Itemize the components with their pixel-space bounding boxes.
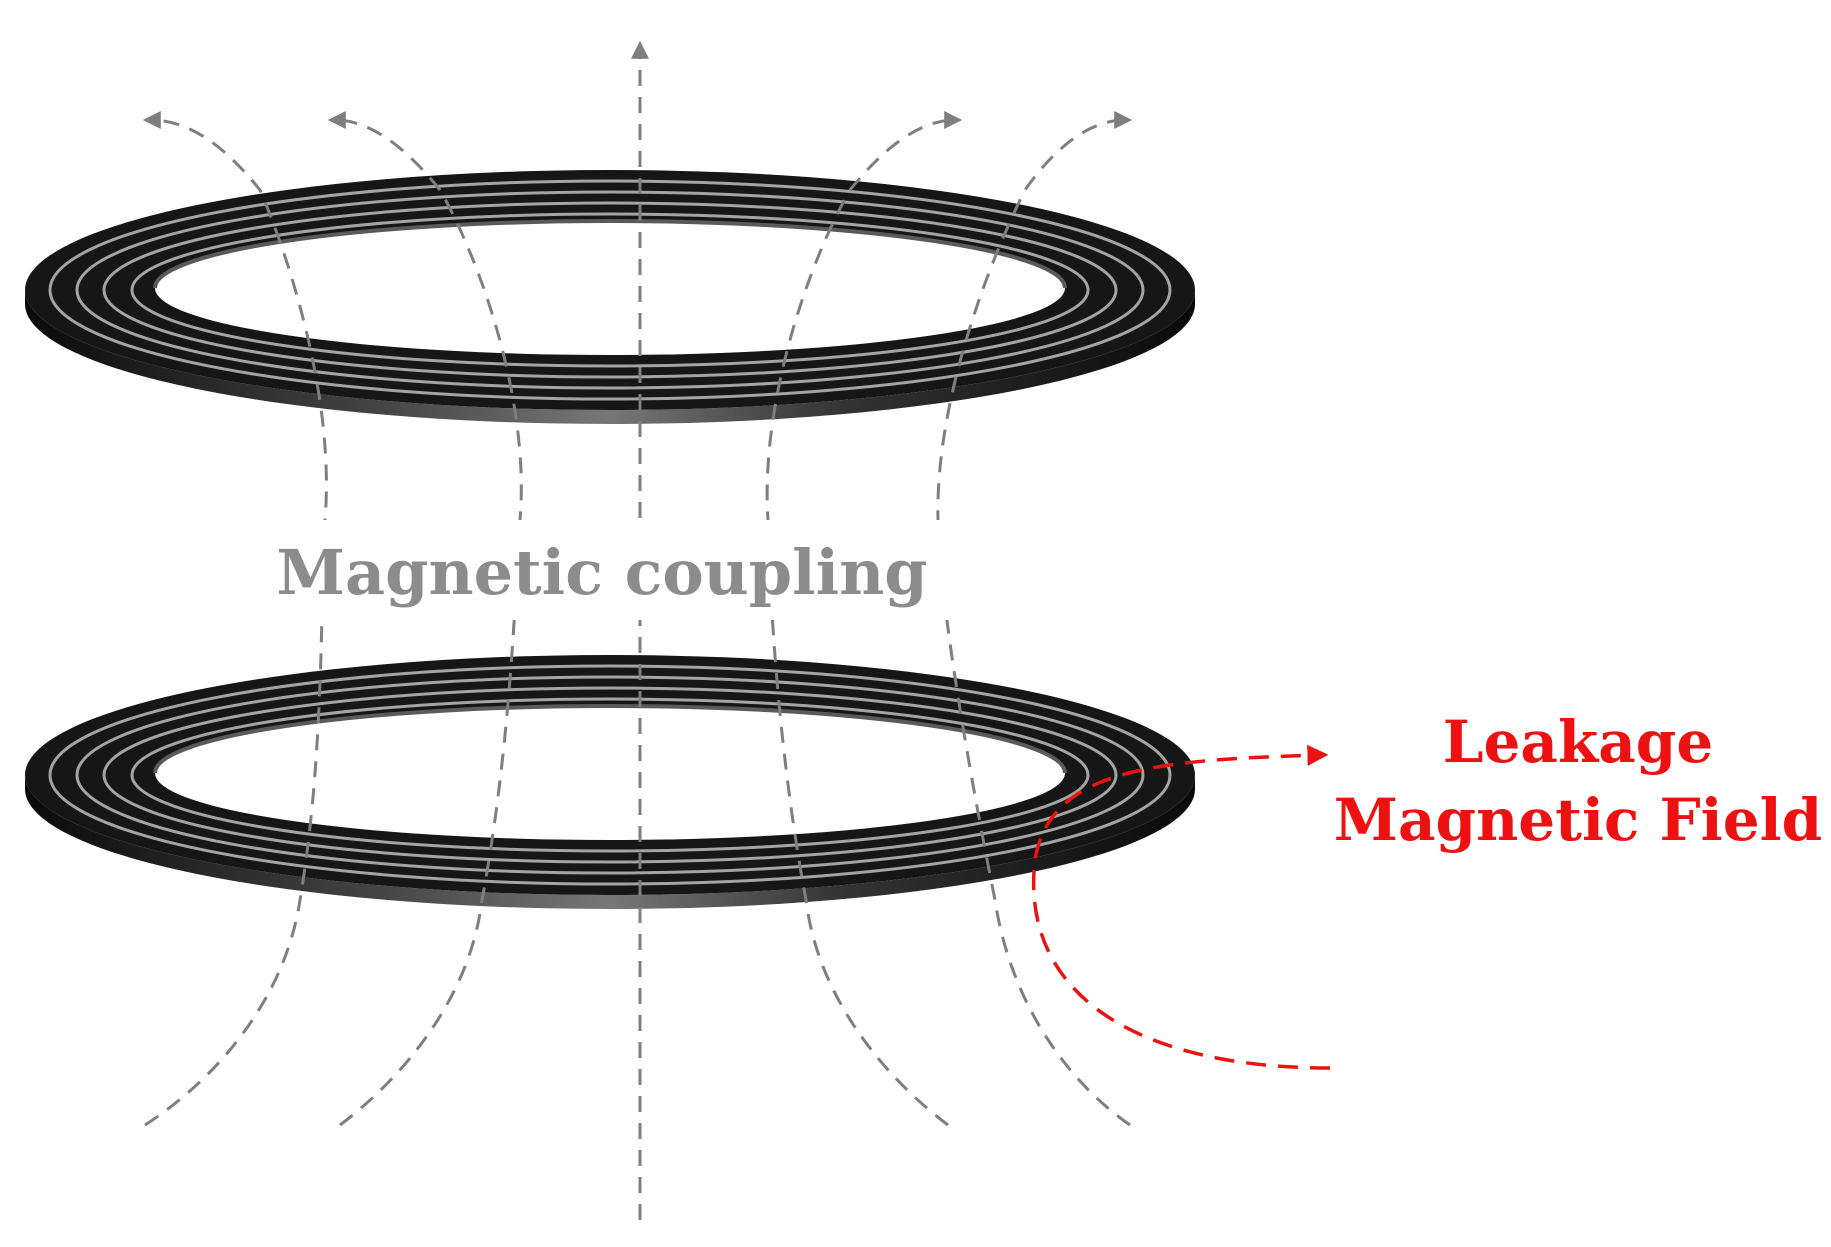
coupling-label: Magnetic coupling [276,536,927,609]
leakage-label-line1: Leakage [1443,708,1714,776]
top-coil [25,170,1195,424]
leakage-label-line2: Magnetic Field [1334,786,1822,854]
bottom-coil [25,655,1195,909]
coupling-label-background [120,520,1070,620]
